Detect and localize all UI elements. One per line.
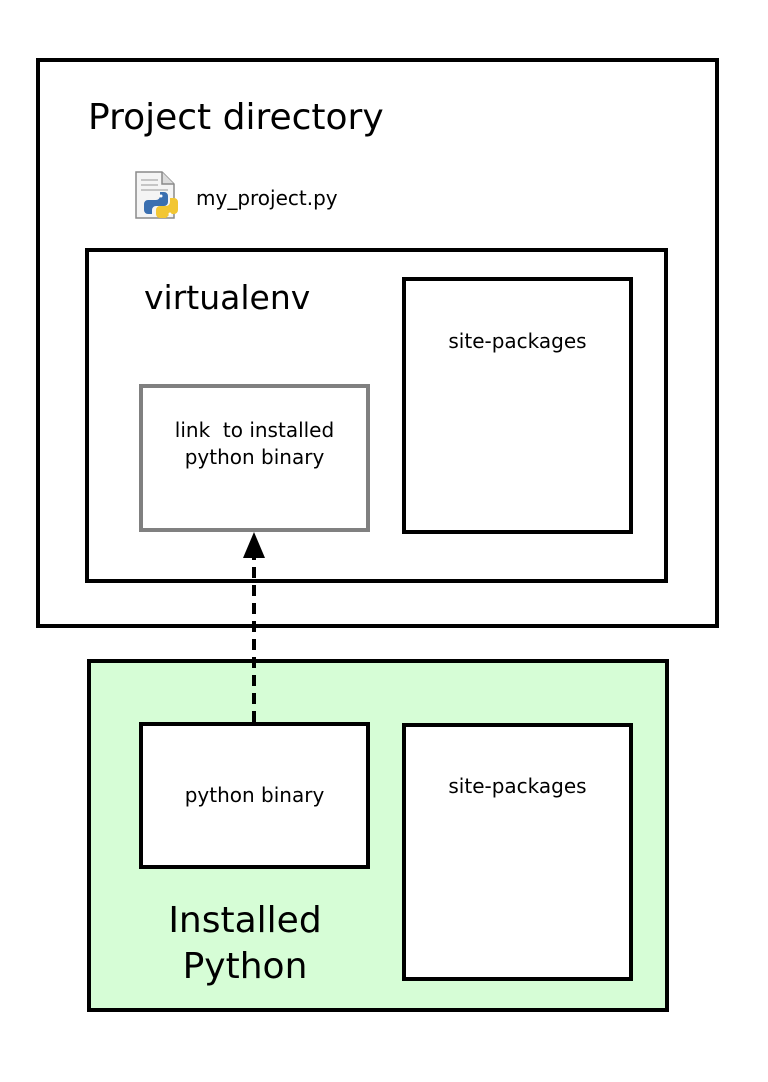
installed-site-packages-label: site-packages xyxy=(448,774,587,798)
python-file-icon xyxy=(135,171,178,219)
installed-python-title: Installed Python xyxy=(168,900,322,987)
project-directory-title: Project directory xyxy=(88,97,384,138)
virtualenv-title: virtualenv xyxy=(144,278,311,317)
installed-site-packages-box xyxy=(402,723,633,981)
python-binary-link-label: link to installed python binary xyxy=(174,418,335,469)
python-binary-link-box xyxy=(139,384,370,532)
virtualenv-site-packages-label: site-packages xyxy=(448,329,587,353)
python-binary-box xyxy=(139,722,370,869)
virtualenv-site-packages-box xyxy=(402,277,633,534)
project-file-name: my_project.py xyxy=(196,186,338,210)
python-binary-label: python binary xyxy=(184,783,325,807)
